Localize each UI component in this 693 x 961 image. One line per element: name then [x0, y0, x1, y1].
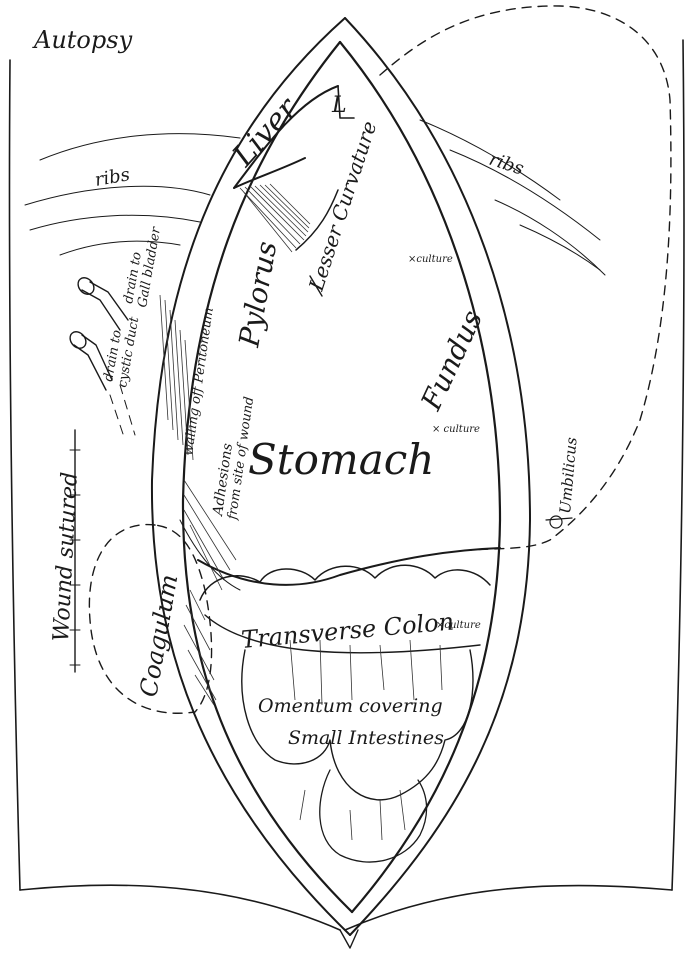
ribs-right — [420, 120, 605, 275]
label-coagulum: Coagulum — [134, 572, 183, 699]
label-stomach: Stomach — [248, 435, 434, 484]
label-lesser-curvature: Lesser Curvature — [304, 118, 382, 294]
umbilicus-mark — [546, 516, 572, 528]
title-autopsy: Autopsy — [32, 26, 133, 54]
label-liver: Liver — [225, 90, 305, 174]
label-omentum-2: Small Intestines — [288, 727, 444, 749]
label-transverse-colon: Transverse Colon — [240, 607, 455, 653]
label-ribs-right: ribs — [486, 149, 526, 180]
label-pylorus: Pylorus — [232, 239, 283, 350]
omentum — [242, 640, 473, 862]
ribs-left — [25, 134, 240, 255]
label-fundus: Fundus — [414, 305, 489, 416]
label-walling-off: walling off Peritoneum — [181, 307, 217, 457]
label-omentum-1: Omentum covering — [258, 695, 443, 717]
label-wound-sutured: Wound sutured — [49, 471, 83, 642]
label-liver-marker: L — [331, 93, 347, 118]
label-umbilicus: Umbilicus — [556, 436, 581, 514]
label-culture-fundus: × culture — [432, 424, 480, 435]
label-culture-top: ×culture — [408, 254, 453, 265]
